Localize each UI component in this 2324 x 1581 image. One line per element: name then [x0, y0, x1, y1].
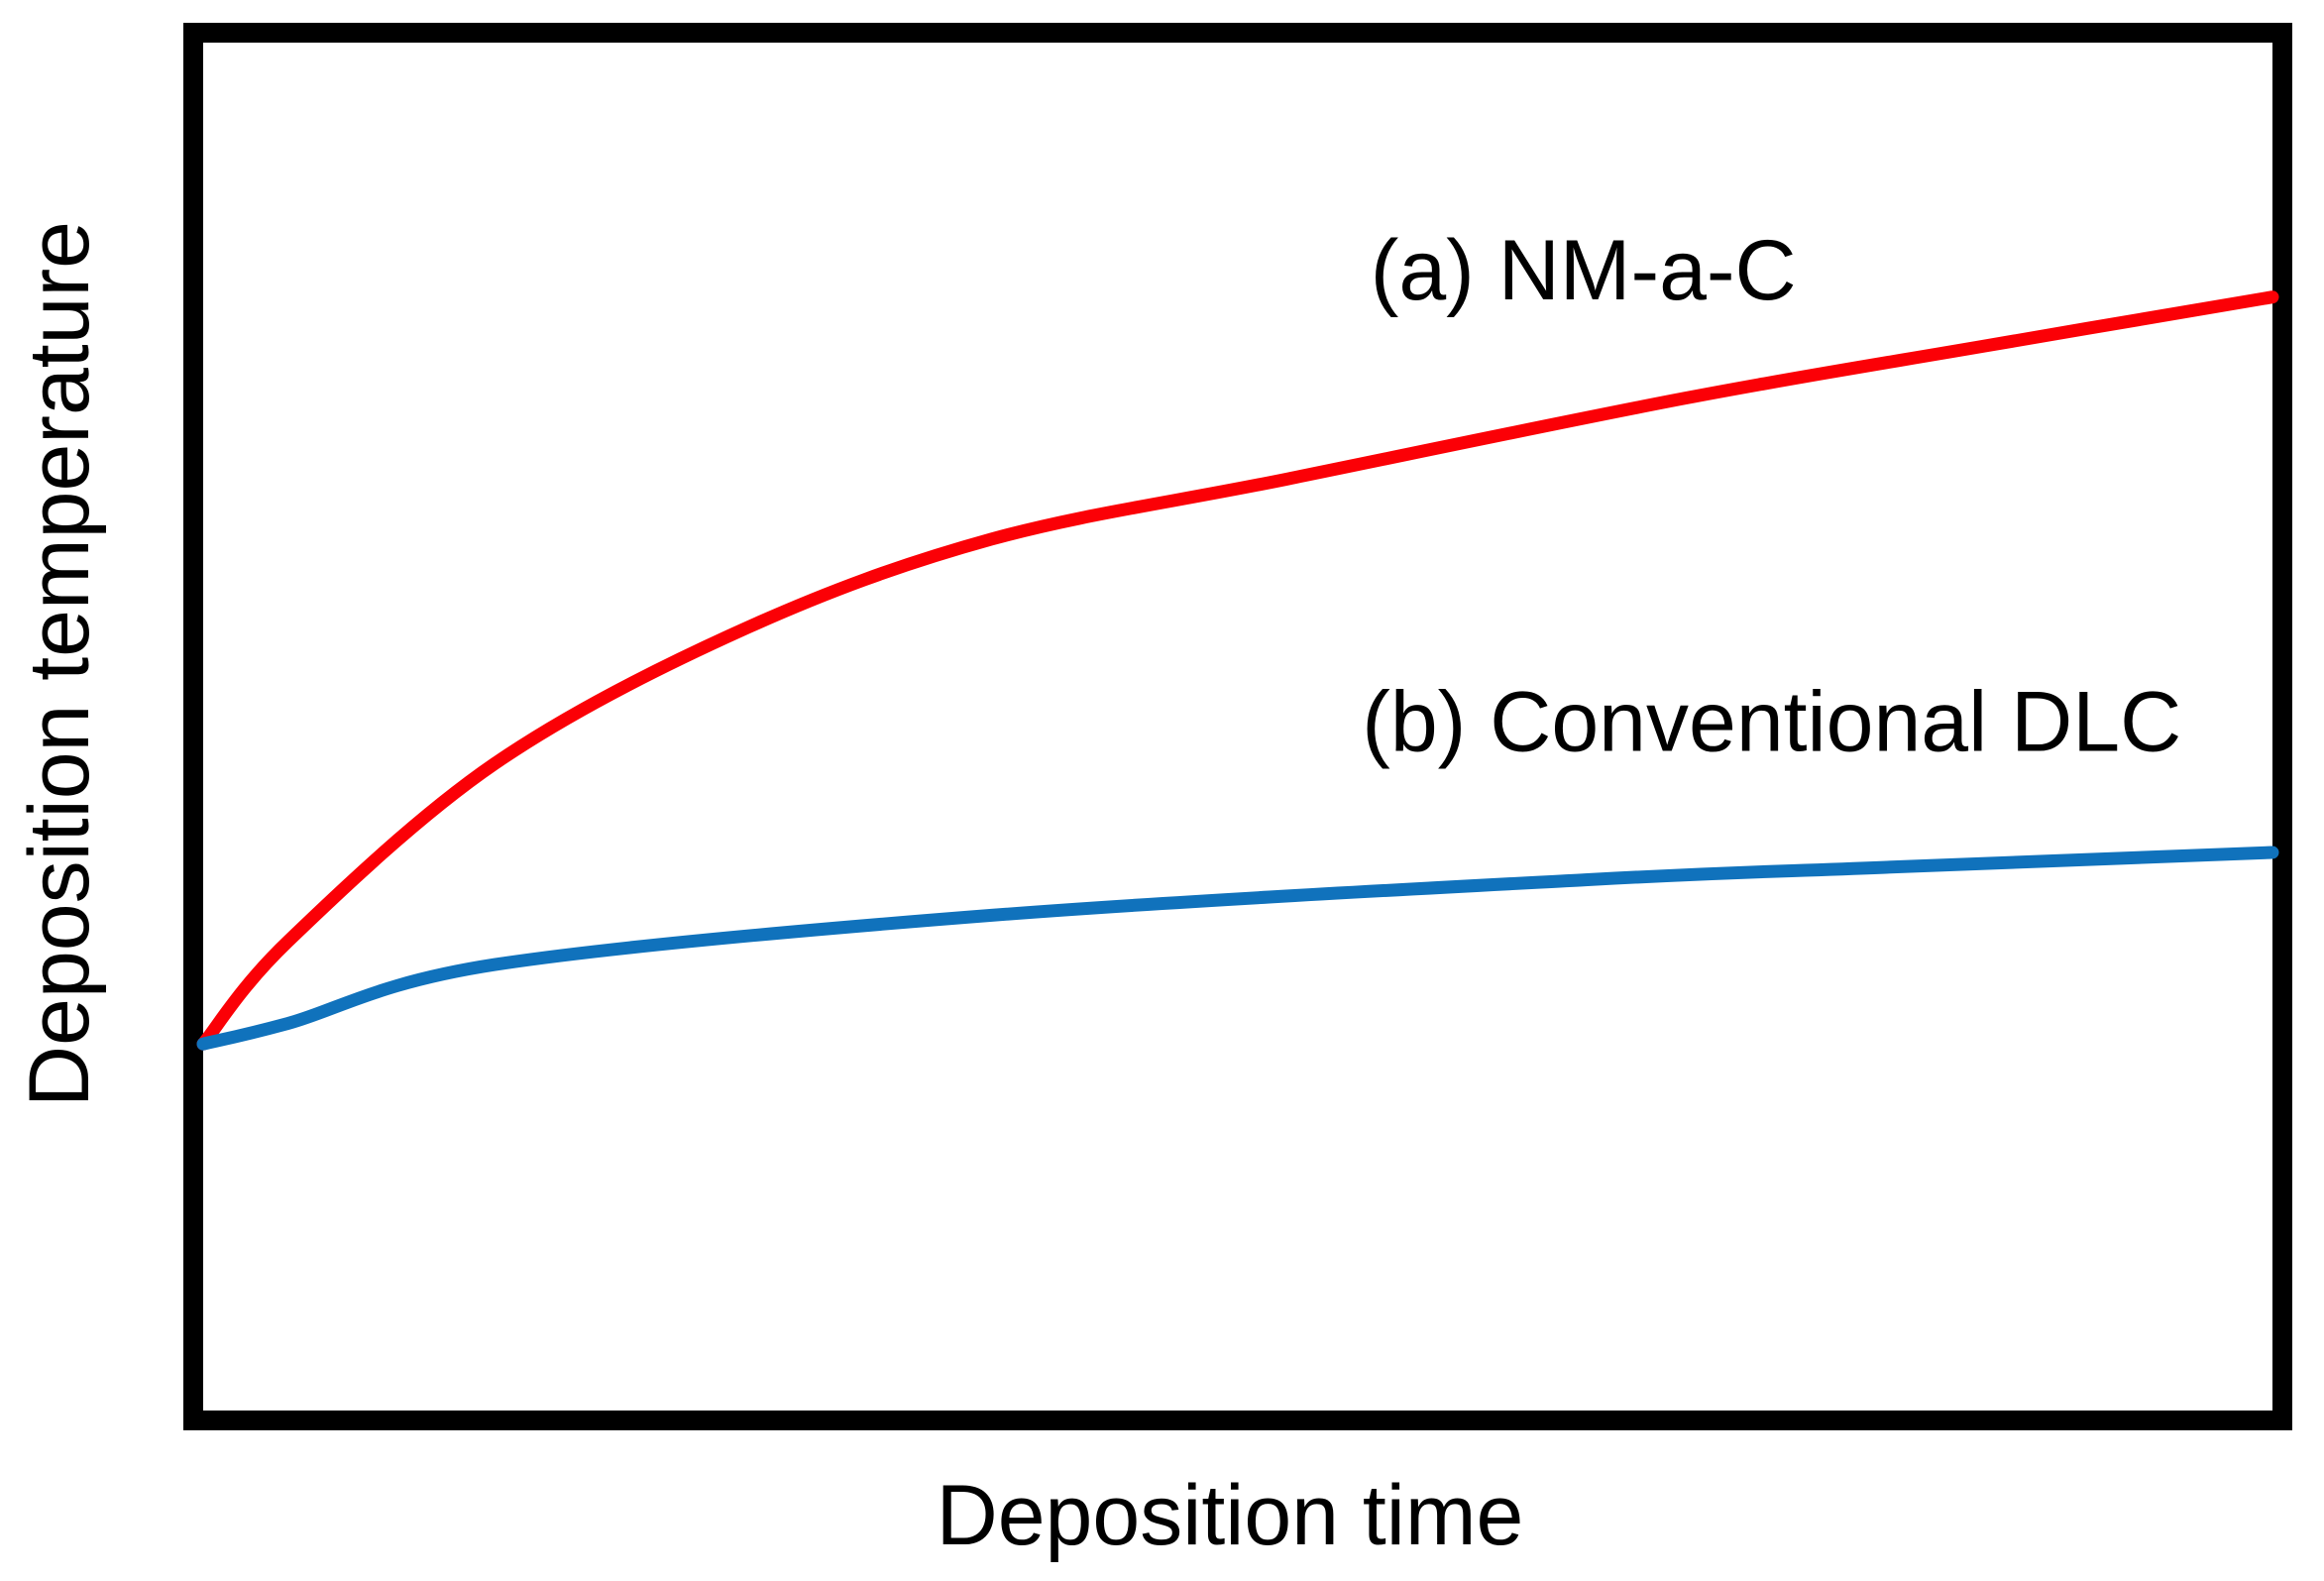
series-b-annotation: (b) Conventional DLC [1362, 675, 2181, 770]
curve-conventional-dlc [196, 846, 2279, 1051]
x-axis-label: Deposition time [937, 1468, 1524, 1563]
curve-nm-a-c [196, 290, 2279, 1051]
y-axis-label: Deposition temperature [12, 221, 107, 1107]
series-a-annotation: (a) NM-a-C [1371, 223, 1797, 318]
plot-border [183, 23, 2292, 1430]
